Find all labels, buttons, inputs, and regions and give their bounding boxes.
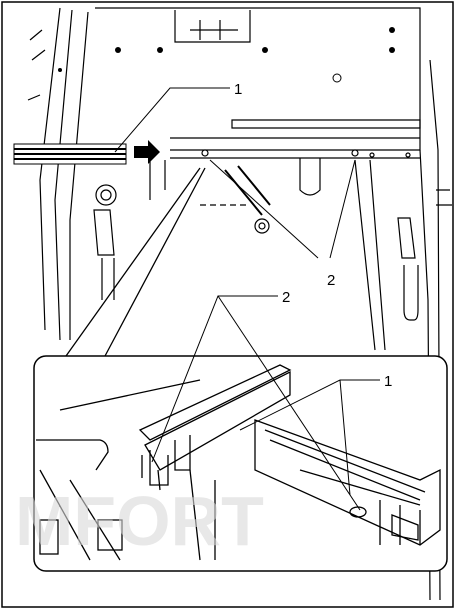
insert-arrow-icon	[134, 140, 160, 164]
callout-1-detail: 1	[384, 373, 392, 390]
callout-2-detail: 2	[282, 289, 290, 306]
detail-frame	[33, 355, 448, 572]
round-hole	[332, 73, 342, 83]
top-screw-markers	[201, 149, 411, 158]
detail-view: 2 1	[33, 289, 448, 572]
top-callout-lines	[114, 87, 356, 259]
saw-bench-drawing	[27, 7, 452, 601]
callout-2-top: 2	[327, 272, 335, 289]
detail-callout-lines	[151, 295, 380, 511]
detail-zoom-lines	[65, 167, 206, 357]
watermark-text: MFORT	[15, 482, 264, 560]
guide-rail-top	[13, 143, 127, 165]
mounting-holes	[58, 27, 395, 72]
callout-1-top: 1	[234, 81, 242, 98]
